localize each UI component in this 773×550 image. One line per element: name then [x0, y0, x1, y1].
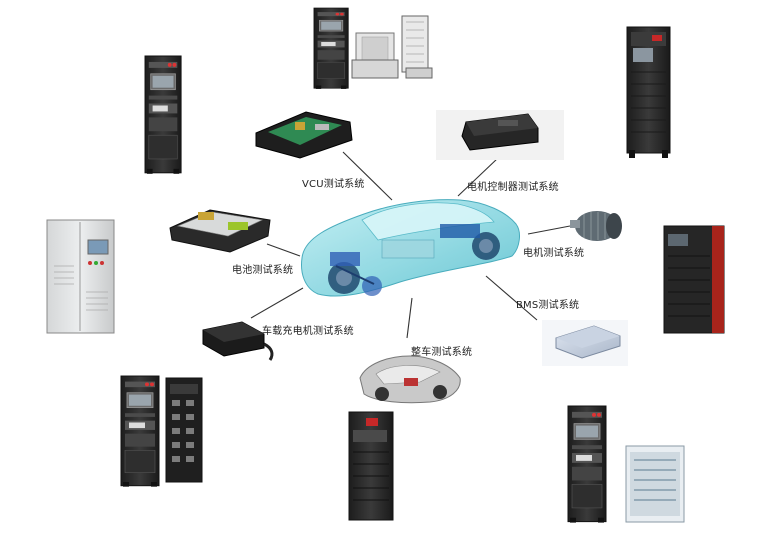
label-vcu-test-system: VCU测试系统	[302, 179, 365, 190]
line-vcu	[342, 151, 393, 201]
battery-pack	[169, 209, 271, 253]
connector-lines	[250, 151, 571, 339]
label-vehicle-test-system: 整车测试系统	[411, 347, 473, 358]
small-vehicle-chassis	[359, 355, 461, 404]
bms-unit	[542, 320, 628, 366]
right-red-cabinet	[663, 225, 725, 334]
label-charger-test-system: 车载充电机测试系统	[262, 326, 354, 337]
top-rack-equipment	[313, 7, 433, 90]
electric-motor	[570, 211, 622, 241]
label-bms-test-system: BMS测试系统	[516, 300, 580, 311]
vcu-board	[255, 111, 353, 159]
line-vehicle	[406, 297, 413, 339]
motor-controller-box	[436, 110, 564, 160]
label-battery-test-system: 电池测试系统	[232, 265, 294, 276]
label-motor-test-system: 电机测试系统	[523, 248, 585, 259]
line-bms	[485, 275, 538, 321]
label-motor-controller-test-system: 电机控制器测试系统	[467, 182, 559, 193]
onboard-charger	[202, 321, 274, 361]
line-motor-controller	[457, 157, 499, 197]
left-gray-cabinet	[46, 219, 115, 334]
top-left-rack	[144, 55, 182, 175]
line-battery	[266, 243, 301, 257]
bottom-left-racks	[120, 375, 203, 488]
line-motor	[527, 225, 571, 235]
bottom-center-rack	[348, 411, 394, 521]
bottom-right-racks	[567, 405, 685, 524]
top-right-rack	[626, 26, 671, 158]
line-charger	[250, 287, 304, 319]
central-vehicle-xray	[301, 199, 520, 297]
